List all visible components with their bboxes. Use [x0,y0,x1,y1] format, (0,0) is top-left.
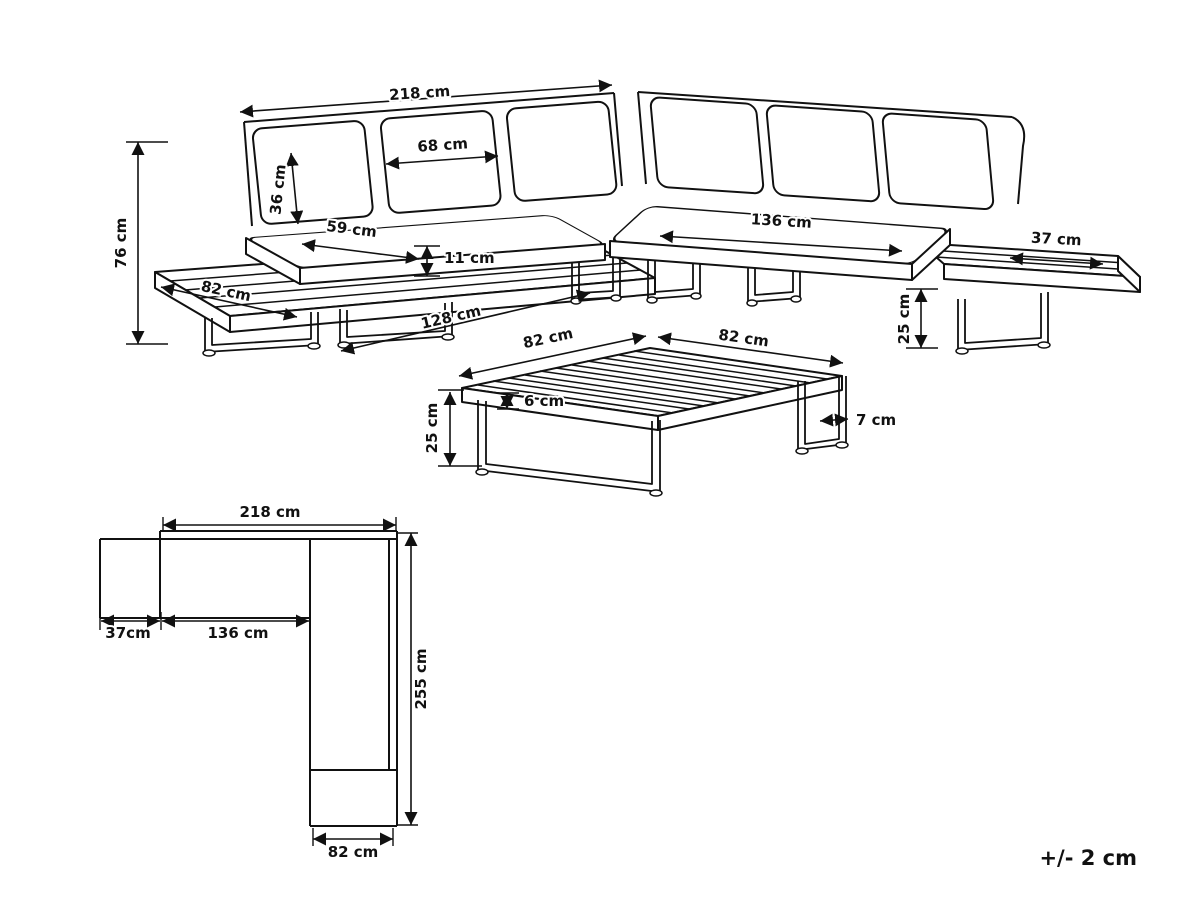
back-cushion [505,100,618,202]
dim-arrow-68 [385,150,499,170]
coffee-table [461,347,849,497]
back-cushion [649,96,765,195]
table-leg [795,376,849,455]
table-apron-right [657,375,843,431]
dim-label-cushion-thickness: 11 cm [444,249,495,267]
iso-dimensions: 218 cm 68 cm 36 cm 76 cm 59 cm 11 cm 82 … [110,79,1104,467]
dim-arrow-59 [301,239,420,264]
back-cushion [251,120,374,225]
seat-end [911,228,951,281]
iso-view: 218 cm 68 cm 36 cm 76 cm 59 cm 11 cm 82 … [110,79,1141,497]
platform-leg [202,312,321,357]
plan-dimensions: 218 cm 37cm 136 cm 255 cm 82 cm [99,501,432,863]
dim-label-sofa-width: 218 cm [389,82,451,104]
dim-arrow-136 [659,230,903,257]
dim-label-plan-depth: 255 cm [412,648,430,709]
dim-arrow-218 [239,79,613,118]
table-slats [477,350,828,414]
dim-label-plan-width: 218 cm [239,503,300,521]
dim-label-platform-height: 25 cm [895,294,913,345]
table-leg [475,400,663,497]
dim-label-table-width-left: 82 cm [521,324,574,352]
dim-label-table-top-thickness: 6 cm [524,392,564,410]
dim-arrow-128 [340,289,591,355]
dim-arrow-37 [1009,252,1104,270]
dim-label-table-leg-width: 7 cm [856,411,896,429]
plan-outline [99,530,398,827]
dim-label-side-shelf-width: 37 cm [1031,229,1082,250]
tolerance-note: +/- 2 cm [1039,846,1137,870]
dim-arrow-82-platform [160,283,298,321]
dim-label-plan-seat: 136 cm [207,624,268,642]
seat-end [245,237,301,285]
plan-view: 218 cm 37cm 136 cm 255 cm 82 cm [99,501,432,863]
dim-arrow-7 [819,413,849,427]
dim-arrow-82-table-right [657,332,844,368]
platform-end [1117,255,1141,293]
dim-label-cushion-width: 68 cm [417,134,469,155]
back-cushion [765,104,881,203]
dim-arrow-82-table-left [458,332,647,380]
back-cushion [881,112,995,211]
back-cushion [379,110,502,214]
dim-label-right-seat-width: 136 cm [750,210,812,232]
platform-leg [955,292,1051,355]
dim-label-total-height: 76 cm [112,218,130,269]
dim-label-plan-arm: 82 cm [328,843,379,861]
dim-arrow-36 [285,152,304,225]
right-sofa-backrest [637,91,1026,211]
dim-label-table-height: 25 cm [423,403,441,454]
dim-label-plan-shelf: 37cm [105,624,150,642]
